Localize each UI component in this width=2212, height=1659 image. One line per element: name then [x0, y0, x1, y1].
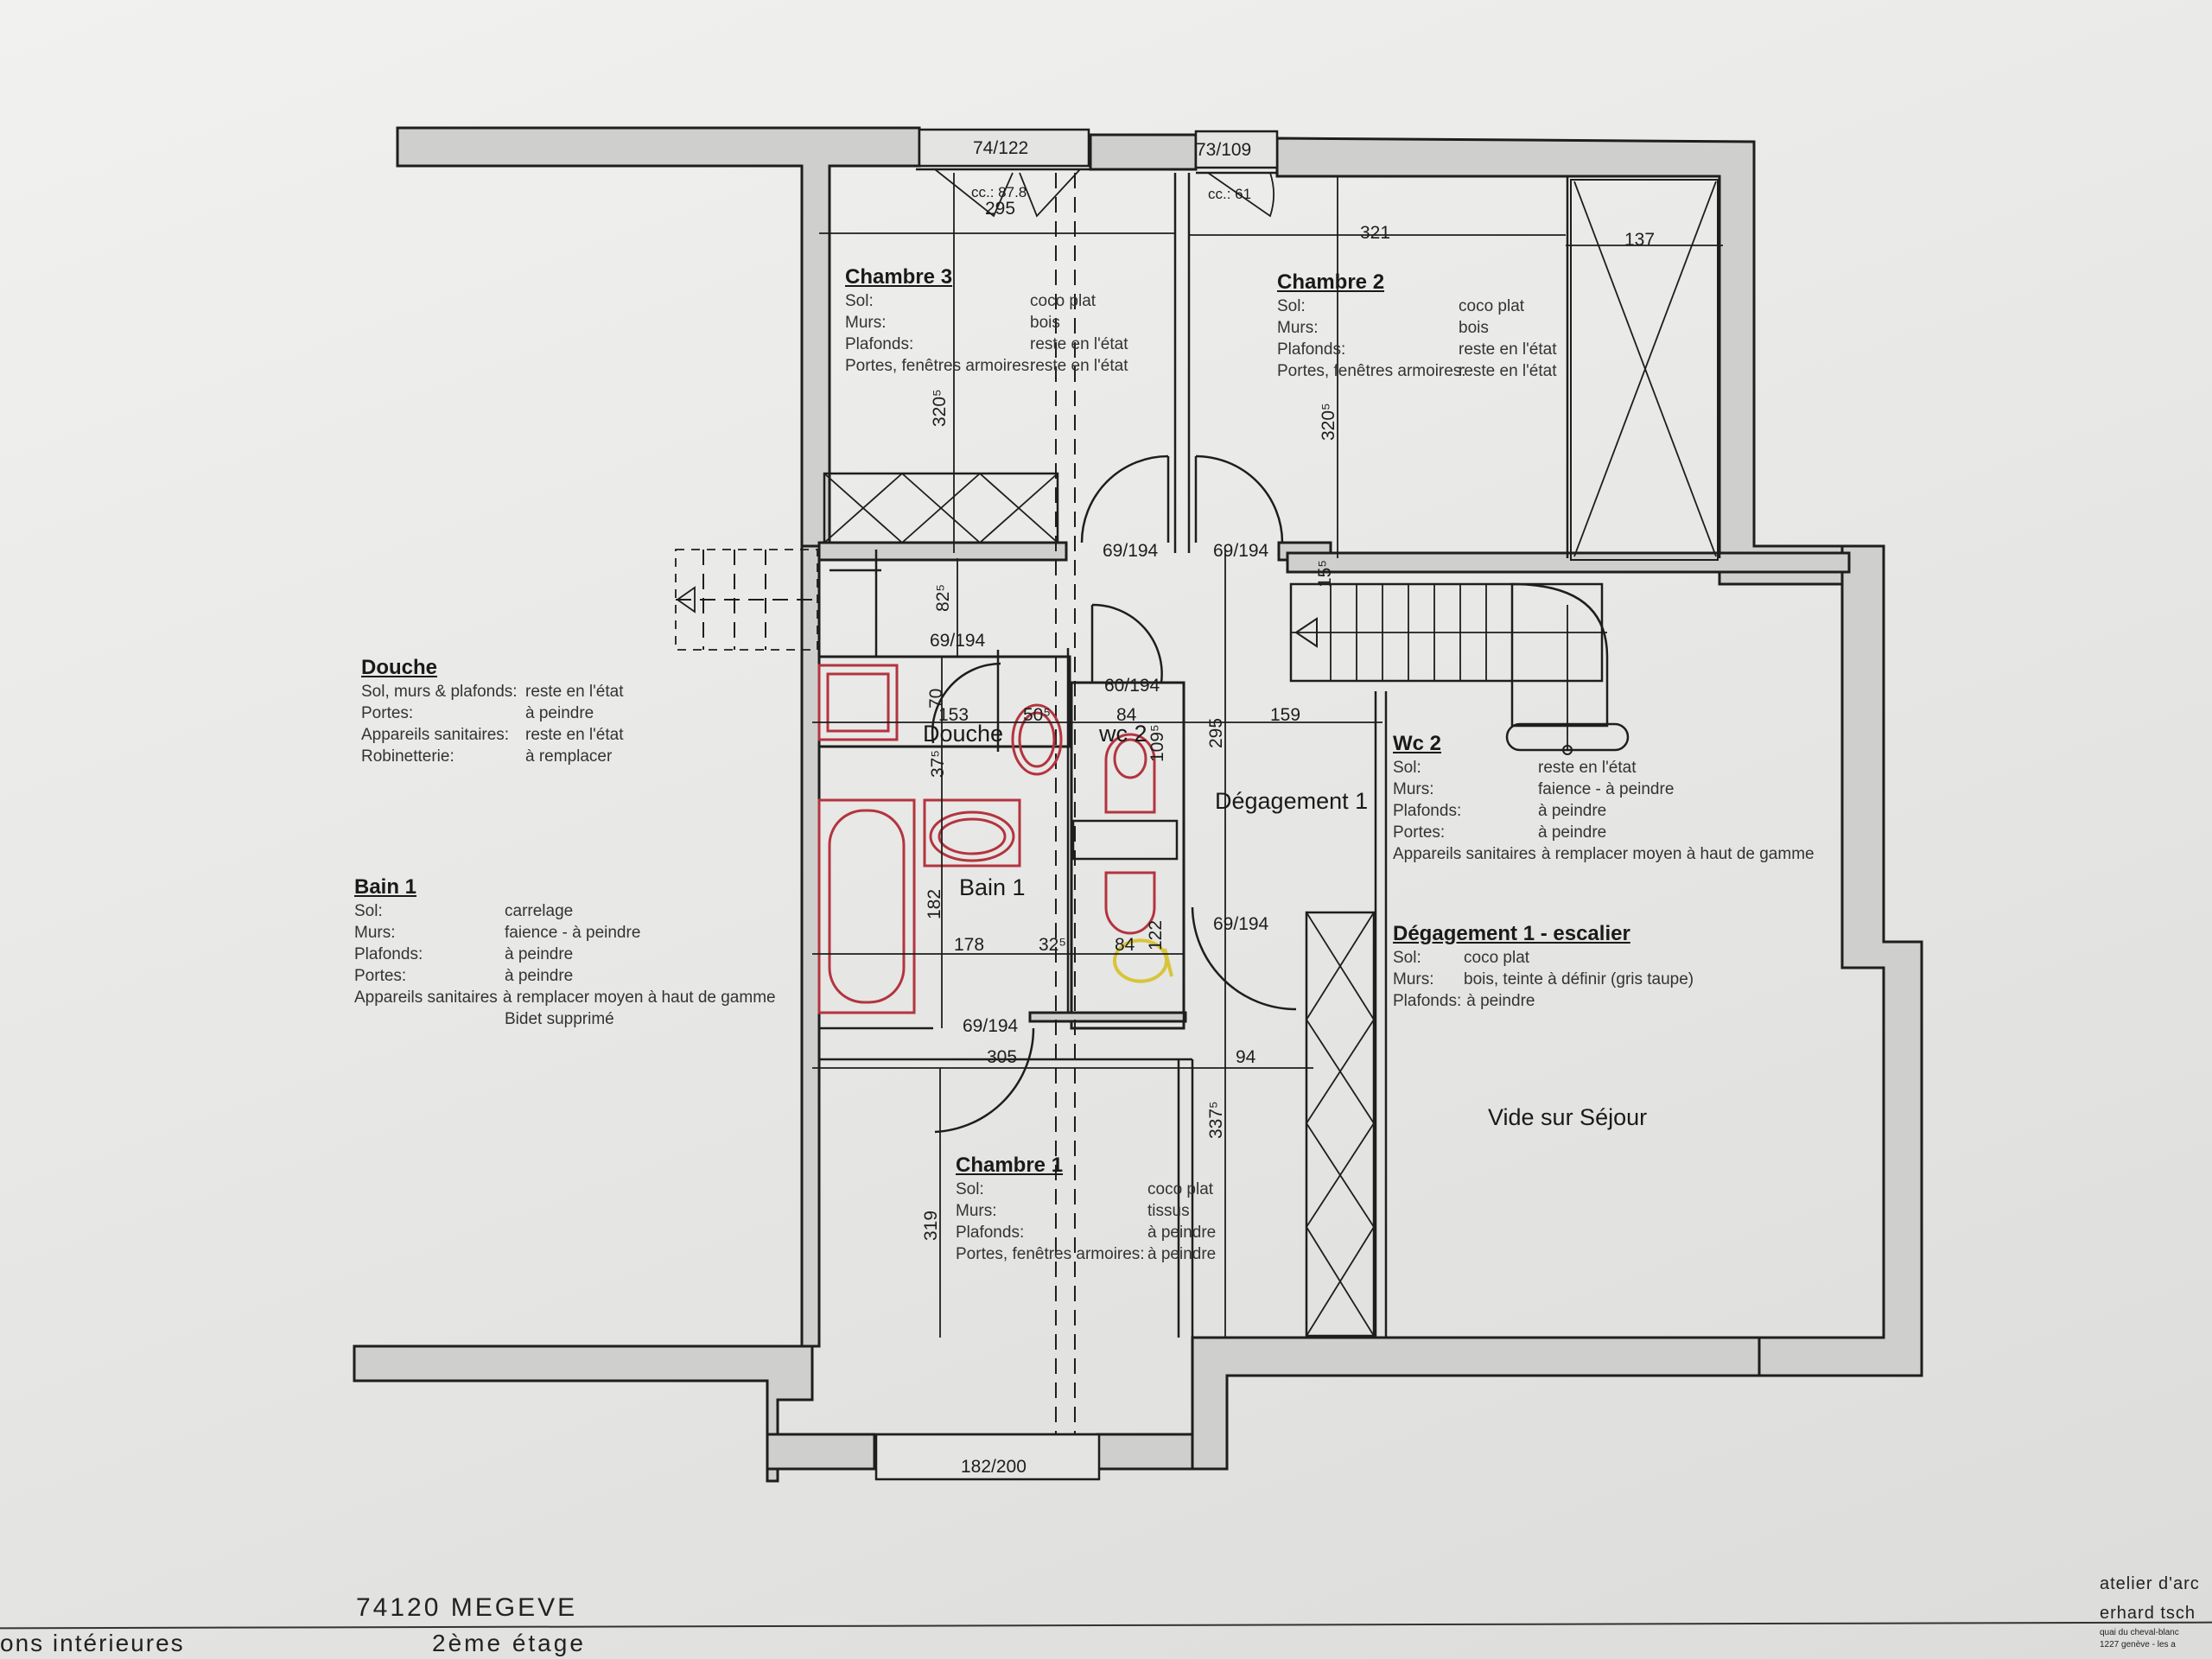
project-location: 74120 MEGEVE	[356, 1593, 578, 1622]
office-architect: erhard tsch	[2100, 1604, 2196, 1623]
svg-text:69/194: 69/194	[1103, 541, 1159, 561]
svg-text:32⁵: 32⁵	[1039, 935, 1066, 955]
svg-text:182: 182	[925, 889, 944, 919]
svg-text:Douche: Douche	[923, 721, 1003, 747]
svg-text:178: 178	[954, 935, 984, 955]
svg-text:cc.: 61: cc.: 61	[1208, 186, 1251, 202]
svg-text:70: 70	[926, 689, 946, 709]
project-subtitle: ons intérieures	[0, 1630, 185, 1656]
svg-text:Dégagement 1: Dégagement 1	[1215, 788, 1368, 814]
svg-text:Bain 1: Bain 1	[959, 874, 1026, 900]
svg-text:153: 153	[938, 705, 969, 725]
svg-text:50⁵: 50⁵	[1023, 705, 1051, 725]
spec-wc2: Wc 2 Sol:reste en l'état Murs:faience - …	[1393, 732, 1815, 863]
svg-text:60/194: 60/194	[1104, 676, 1160, 696]
room-labels: Douche wc 2 Bain 1 Dégagement 1 Vide sur…	[923, 721, 1647, 1130]
svg-text:wc 2: wc 2	[1098, 721, 1147, 747]
spec-chambre2: Chambre 2 Sol:coco plat Murs:bois Plafon…	[1277, 270, 1557, 380]
dimension-lines	[812, 173, 1723, 1338]
svg-text:321: 321	[1360, 223, 1390, 243]
svg-text:337⁵: 337⁵	[1206, 1101, 1226, 1139]
dimension-labels: 295 321 137 320⁵ 320⁵ 82⁵ 15⁵ 153 70 37⁵…	[921, 199, 1655, 1241]
spec-title: Chambre 3	[845, 265, 953, 289]
svg-text:295: 295	[1206, 718, 1226, 748]
svg-text:319: 319	[921, 1211, 941, 1241]
svg-text:69/194: 69/194	[1213, 914, 1269, 934]
spec-chambre1: Chambre 1 Sol:coco plat Murs:tissus Plaf…	[956, 1154, 1217, 1263]
svg-text:74/122: 74/122	[973, 138, 1028, 158]
svg-text:182/200: 182/200	[961, 1457, 1027, 1477]
svg-text:69/194: 69/194	[963, 1016, 1019, 1036]
svg-text:109⁵: 109⁵	[1147, 724, 1167, 762]
svg-text:15⁵: 15⁵	[1315, 560, 1335, 588]
windows	[874, 128, 1279, 1481]
svg-text:320⁵: 320⁵	[930, 389, 950, 427]
office-address: quai du cheval-blanc	[2100, 1628, 2179, 1637]
spec-degagement1: Dégagement 1 - escalier Sol:coco plat Mu…	[1393, 922, 1694, 1010]
office-name: atelier d'arc	[2100, 1574, 2200, 1593]
spec-chambre3: Chambre 3 Sol:coco plat Murs:bois Plafon…	[845, 265, 1128, 375]
svg-text:122: 122	[1146, 920, 1166, 950]
svg-text:Vide sur Séjour: Vide sur Séjour	[1488, 1104, 1647, 1130]
svg-text:82⁵: 82⁵	[933, 584, 953, 612]
svg-text:305: 305	[987, 1047, 1017, 1067]
office-city: 1227 genève - les a	[2100, 1640, 2176, 1649]
doors	[931, 168, 1297, 1434]
spec-douche: Douche Sol, murs & plafonds:reste en l'é…	[361, 656, 624, 766]
exterior-walls	[353, 126, 1923, 1483]
staircase	[675, 549, 1630, 755]
svg-text:137: 137	[1624, 230, 1655, 250]
svg-text:295: 295	[985, 199, 1015, 219]
project-floor: 2ème étage	[432, 1630, 586, 1656]
svg-text:37⁵: 37⁵	[928, 750, 948, 778]
svg-text:69/194: 69/194	[1213, 541, 1269, 561]
spec-bain1: Bain 1 Sol:carrelage Murs:faience - à pe…	[354, 875, 776, 1028]
svg-text:84: 84	[1116, 705, 1137, 725]
svg-text:cc.: 87.8: cc.: 87.8	[971, 184, 1027, 200]
opening-labels: 74/122 73/109 182/200 cc.: 87.8 cc.: 61 …	[930, 138, 1269, 1477]
svg-text:320⁵: 320⁵	[1319, 403, 1338, 441]
svg-text:84: 84	[1115, 935, 1135, 955]
svg-text:159: 159	[1270, 705, 1300, 725]
interior-walls	[817, 173, 1851, 1338]
svg-text:73/109: 73/109	[1196, 140, 1251, 160]
svg-text:94: 94	[1236, 1047, 1256, 1067]
svg-text:69/194: 69/194	[930, 631, 986, 651]
